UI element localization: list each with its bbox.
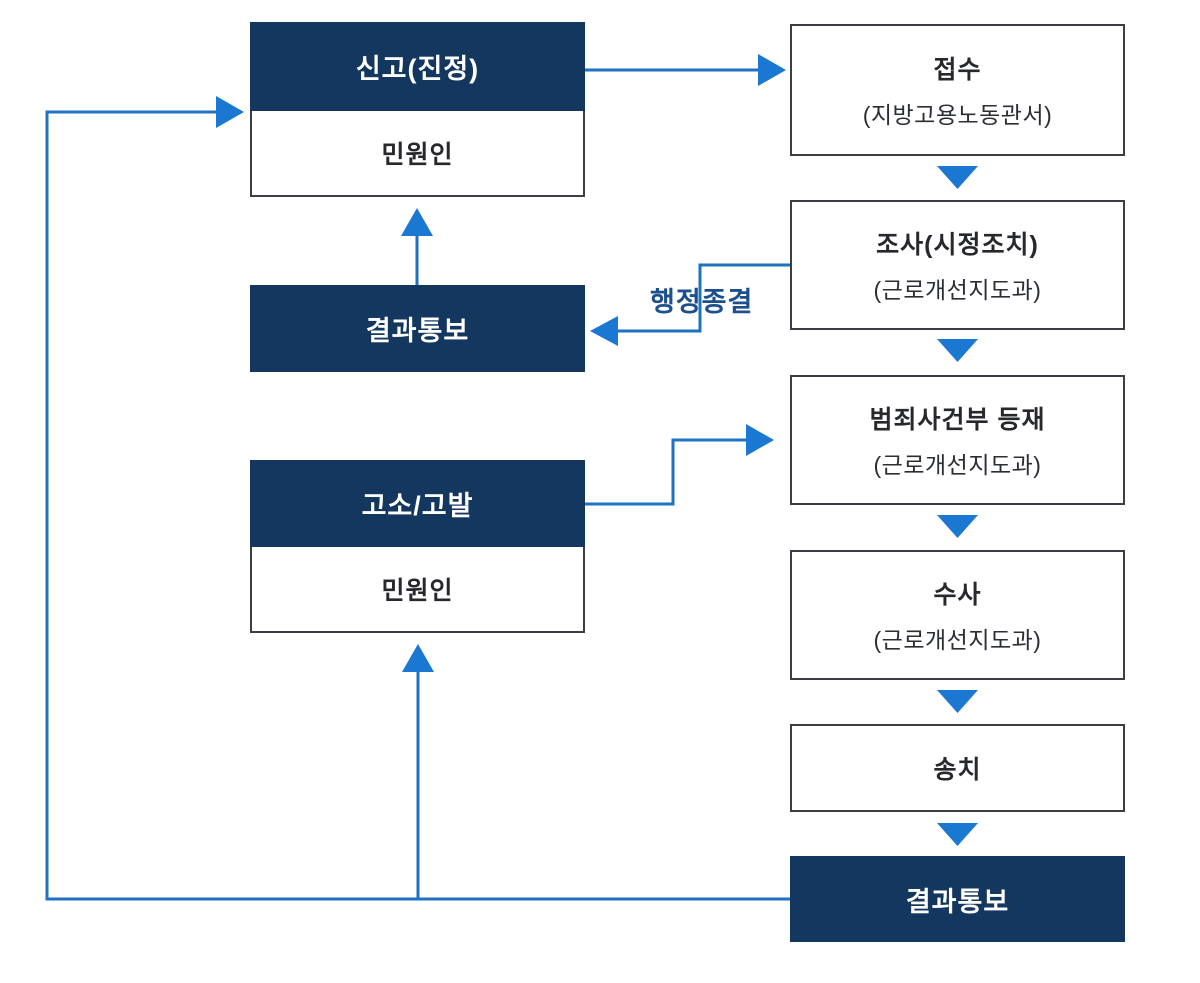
arrow-down-icon [937,690,978,713]
arrow-down-icon [937,166,978,189]
report-box-header: 신고(진정) [250,22,585,111]
crime-record-subtitle: (근로개선지도과) [873,452,1042,478]
accusation-box-title: 고소/고발 [361,491,474,521]
arrow-right-icon [758,54,786,86]
admin-closure-label: 행정종결 [650,287,754,317]
arrow-up-icon [401,208,433,236]
arrow-left-icon [590,316,618,346]
crime-record-title: 범죄사건부 등재 [869,406,1046,434]
probe-box: 수사 (근로개선지도과) [790,550,1125,680]
receipt-title: 접수 [933,56,982,84]
transfer-title: 송치 [933,756,982,784]
arrow-right-icon [216,96,244,128]
arrow-down-icon [937,823,978,846]
result-notice-bottom-label: 결과통보 [905,886,1010,917]
accusation-box-header: 고소/고발 [250,460,585,547]
probe-title: 수사 [933,581,982,609]
transfer-box: 송치 [790,724,1125,812]
arrow-up-icon [402,644,434,672]
result-notice-left-label: 결과통보 [365,316,470,346]
report-complainant-label: 민원인 [381,141,454,169]
arrow-down-icon [937,339,978,362]
crime-record-box: 범죄사건부 등재 (근로개선지도과) [790,375,1125,505]
probe-subtitle: (근로개선지도과) [873,627,1042,653]
report-box-body: 민원인 [250,111,585,197]
arrow-right-icon [746,424,774,456]
connector-accusation-to-crime-record [585,438,750,506]
result-notice-bottom-box: 결과통보 [790,856,1125,942]
investigation-subtitle: (근로개선지도과) [873,277,1042,303]
accusation-box-body: 민원인 [250,547,585,633]
accusation-complainant-label: 민원인 [381,577,454,605]
receipt-subtitle: (지방고용노동관서) [862,102,1053,128]
arrow-down-icon [937,515,978,538]
result-notice-left-box: 결과통보 [250,285,585,372]
investigation-title: 조사(시정조치) [876,231,1039,259]
report-box-title: 신고(진정) [355,54,480,84]
investigation-box: 조사(시정조치) (근로개선지도과) [790,200,1125,330]
receipt-box: 접수 (지방고용노동관서) [790,24,1125,156]
